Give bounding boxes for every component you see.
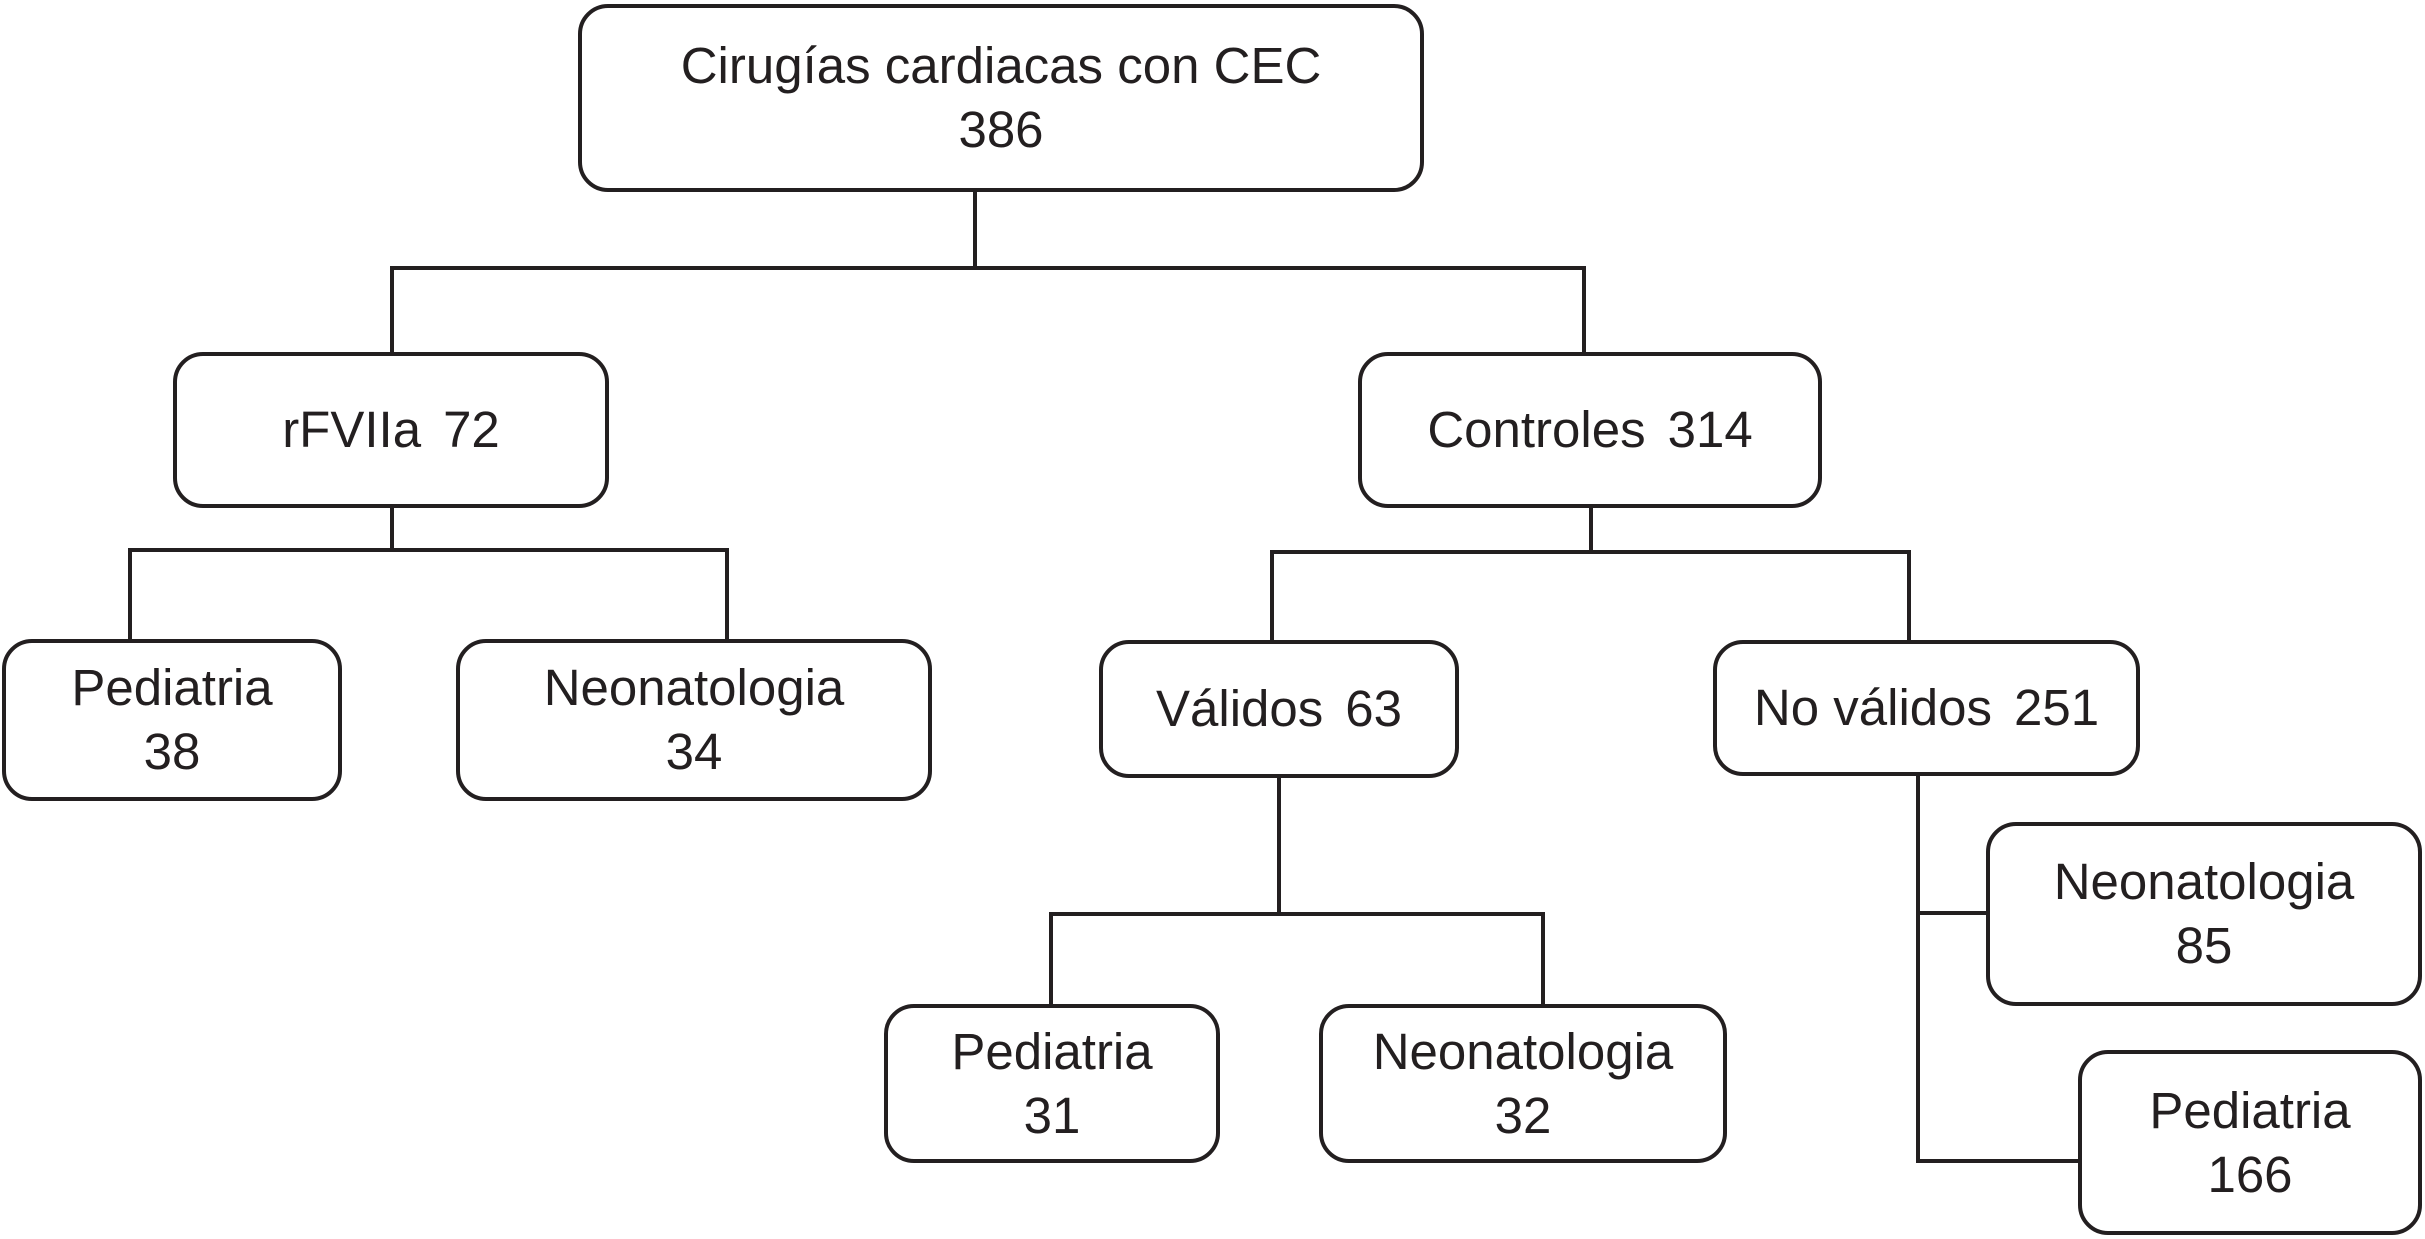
node-count: 34 — [665, 723, 723, 780]
connector-novalidos — [1916, 774, 2082, 1163]
node-label: No válidos — [1753, 679, 1993, 737]
node-label: Neonatologia — [2053, 853, 2355, 911]
node-no-validos: No válidos 251 — [1713, 640, 2140, 776]
node-no-validos-neonatologia: Neonatologia 85 — [1986, 822, 2422, 1006]
node-rfviia-pediatria: Pediatria 38 — [2, 639, 342, 801]
node-label: Pediatria — [71, 659, 273, 717]
node-validos: Válidos 63 — [1099, 640, 1459, 778]
node-count: 386 — [958, 101, 1044, 158]
node-count: 166 — [2207, 1145, 2293, 1203]
node-cirugias-cec: Cirugías cardiacas con CEC 386 — [578, 4, 1424, 192]
node-controles: Controles 314 — [1358, 352, 1822, 508]
node-label: Pediatria — [2149, 1081, 2351, 1139]
node-count: 63 — [1345, 680, 1402, 738]
connector-root — [390, 188, 1586, 355]
node-count: 85 — [2175, 917, 2233, 974]
node-label: Neonatologia — [1372, 1022, 1674, 1080]
node-label: Controles — [1427, 401, 1646, 459]
connector-controles — [1270, 506, 1911, 642]
node-no-validos-pediatria: Pediatria 166 — [2078, 1050, 2422, 1235]
connector-validos — [1049, 776, 1545, 1006]
node-count: 251 — [2014, 679, 2100, 737]
node-label: Neonatologia — [543, 659, 845, 717]
node-count: 72 — [443, 401, 500, 459]
node-label: Pediatria — [951, 1022, 1153, 1080]
node-count: 31 — [1023, 1086, 1081, 1144]
node-rfviia-neonatologia: Neonatologia 34 — [456, 639, 932, 801]
connector-rfviia — [128, 506, 729, 642]
node-count: 38 — [143, 723, 201, 780]
node-count: 32 — [1494, 1086, 1552, 1144]
node-label: Cirugías cardiacas con CEC — [680, 37, 1322, 95]
node-validos-pediatria: Pediatria 31 — [884, 1004, 1220, 1163]
node-rfviia: rFVIIa 72 — [173, 352, 609, 508]
node-label: rFVIIa — [282, 401, 422, 459]
node-count: 314 — [1667, 401, 1753, 459]
node-validos-neonatologia: Neonatologia 32 — [1319, 1004, 1727, 1163]
node-label: Válidos — [1155, 680, 1324, 738]
